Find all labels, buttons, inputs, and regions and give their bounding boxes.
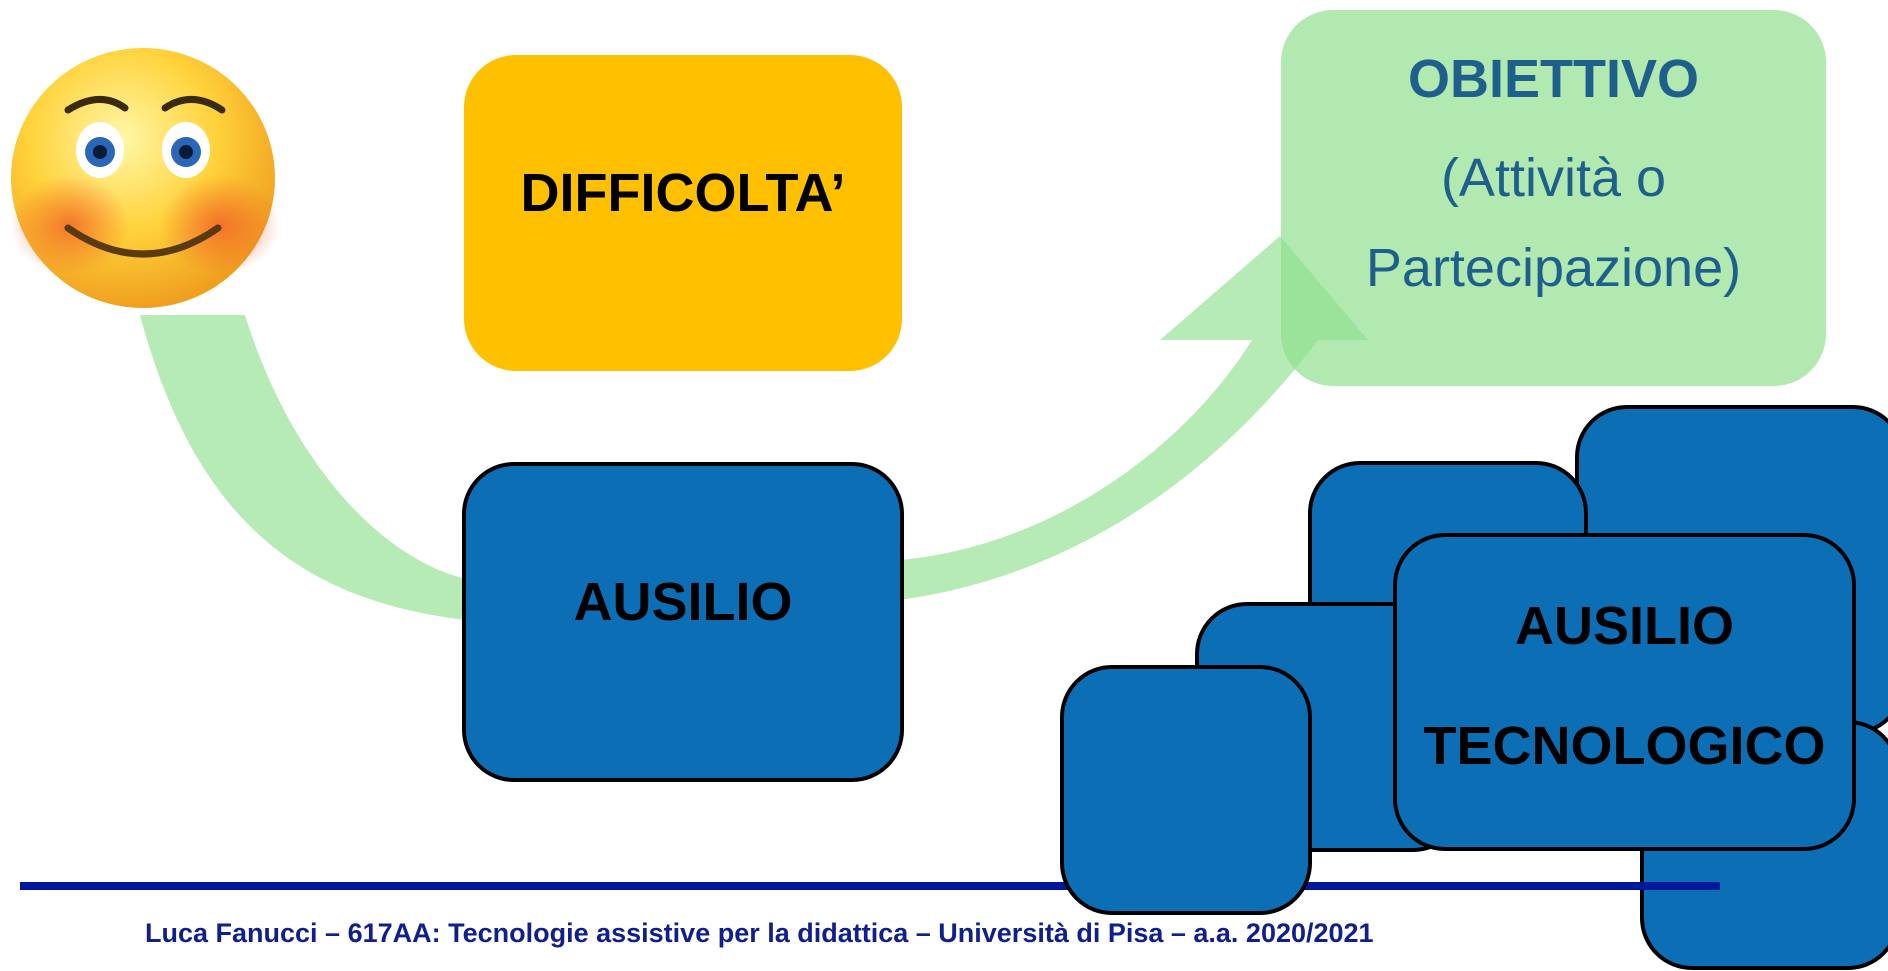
aid-label: AUSILIO <box>573 572 793 632</box>
difficulty-box: DIFFICOLTA’ <box>464 55 902 371</box>
footer-caption: Luca Fanucci – 617AA: Tecnologie assisti… <box>145 918 1374 948</box>
arrow-curve-left <box>140 315 470 620</box>
smiley-face-icon <box>10 48 280 308</box>
goal-box: OBIETTIVO (Attività o Partecipazione) <box>1281 10 1826 386</box>
footer-divider <box>20 882 1720 890</box>
tech-aid-line-2: TECNOLOGICO <box>1423 716 1826 776</box>
tech-aid-line-1: AUSILIO <box>1514 596 1734 656</box>
tech-aid-box: AUSILIO TECNOLOGICO <box>1393 533 1856 851</box>
arrow-curve-right <box>900 340 1318 600</box>
aid-box: AUSILIO <box>462 462 904 782</box>
tech-aid-stack-card <box>1060 665 1312 915</box>
goal-line-2: Partecipazione) <box>1365 238 1742 298</box>
goal-line-1: (Attività o <box>1440 148 1667 208</box>
difficulty-label: DIFFICOLTA’ <box>520 163 846 223</box>
goal-title: OBIETTIVO <box>1407 49 1699 109</box>
